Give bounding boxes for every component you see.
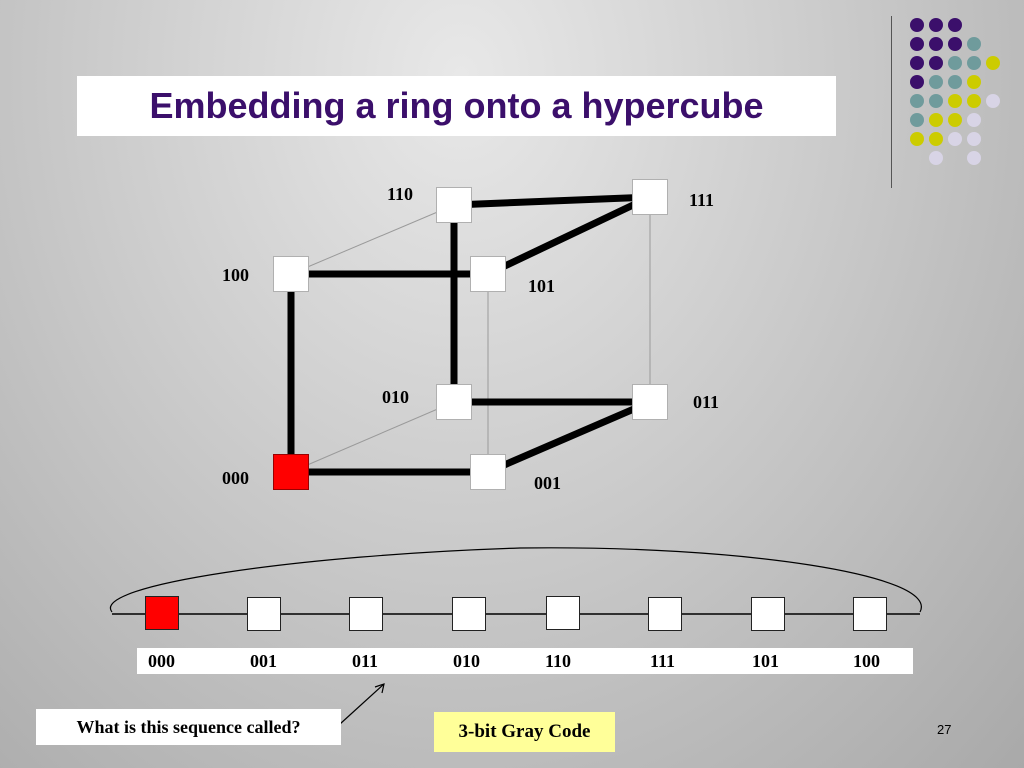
decorative-dot — [910, 113, 924, 127]
decorative-dot — [967, 56, 981, 70]
page-number: 27 — [937, 722, 952, 737]
ring-node-5 — [546, 596, 580, 630]
slide-title: Embedding a ring onto a hypercube — [149, 85, 764, 126]
node-label-010: 010 — [382, 387, 409, 407]
decorative-dot — [948, 18, 962, 32]
hypercube-node-001 — [470, 454, 506, 490]
decorative-dot — [929, 18, 943, 32]
decorative-dot — [910, 94, 924, 108]
title-box: Embedding a ring onto a hypercube — [77, 76, 836, 136]
cube-edge-000-010 — [290, 401, 455, 473]
ring-closing-arc — [109, 547, 922, 613]
ring-node-4 — [452, 597, 486, 631]
decorative-dot — [929, 113, 943, 127]
decorative-dot — [967, 113, 981, 127]
ring-edge-111-101 — [486, 193, 652, 278]
decorative-dot — [948, 94, 962, 108]
ring-edge-110-111 — [453, 193, 651, 209]
node-label-001: 001 — [534, 473, 561, 493]
hypercube-node-101 — [470, 256, 506, 292]
sequence-item: 100 — [853, 651, 880, 671]
cube-edge-100-110 — [290, 204, 455, 275]
node-label-111: 111 — [689, 190, 715, 210]
decorative-dot — [910, 18, 924, 32]
hypercube-node-111 — [632, 179, 668, 215]
sequence-item: 000 — [148, 651, 175, 671]
sequence-item: 001 — [250, 651, 277, 671]
sequence-item: 101 — [752, 651, 779, 671]
decorative-dot — [967, 132, 981, 146]
pointer-arrow — [339, 683, 385, 725]
ring-node-1 — [145, 596, 179, 630]
decorative-dot — [929, 151, 943, 165]
sequence-strip: 000 001 011 010 110 111 101 100 — [137, 648, 913, 674]
decorative-dot — [967, 75, 981, 89]
ring-node-3 — [349, 597, 383, 631]
node-label-101: 101 — [528, 276, 555, 296]
decorative-dot — [929, 56, 943, 70]
decorative-dot — [948, 56, 962, 70]
decorative-dot — [929, 37, 943, 51]
decorative-dot — [986, 94, 1000, 108]
sequence-item: 110 — [545, 651, 572, 671]
decorative-dot — [910, 132, 924, 146]
ring-node-8 — [853, 597, 887, 631]
hypercube-node-011 — [632, 384, 668, 420]
decorative-dot — [948, 113, 962, 127]
sequence-item: 011 — [352, 651, 379, 671]
decorative-dot — [967, 94, 981, 108]
ring-node-6 — [648, 597, 682, 631]
ring-node-2 — [247, 597, 281, 631]
decorative-dot — [948, 75, 962, 89]
decorative-dot — [910, 56, 924, 70]
decorative-dot — [967, 37, 981, 51]
hypercube-node-100 — [273, 256, 309, 292]
hypercube-node-010 — [436, 384, 472, 420]
ring-edge-001-011 — [486, 398, 652, 476]
ring-node-7 — [751, 597, 785, 631]
hypercube-node-000 — [273, 454, 309, 490]
node-label-100: 100 — [222, 265, 249, 285]
hypercube-node-110 — [436, 187, 472, 223]
answer-box: 3-bit Gray Code — [434, 712, 615, 752]
sequence-item: 111 — [650, 651, 676, 671]
decorative-dot — [929, 94, 943, 108]
sequence-item: 010 — [453, 651, 480, 671]
decorative-dot — [910, 37, 924, 51]
decorative-dot — [948, 37, 962, 51]
decorative-dot — [986, 56, 1000, 70]
decorative-dot — [929, 132, 943, 146]
node-label-000: 000 — [222, 468, 249, 488]
decorative-dot — [948, 132, 962, 146]
decorative-divider — [891, 16, 892, 188]
decorative-dot — [967, 151, 981, 165]
question-box: What is this sequence called? — [36, 709, 341, 745]
node-label-011: 011 — [693, 392, 720, 412]
decorative-dot — [910, 75, 924, 89]
decorative-dot — [929, 75, 943, 89]
node-label-110: 110 — [387, 184, 414, 204]
